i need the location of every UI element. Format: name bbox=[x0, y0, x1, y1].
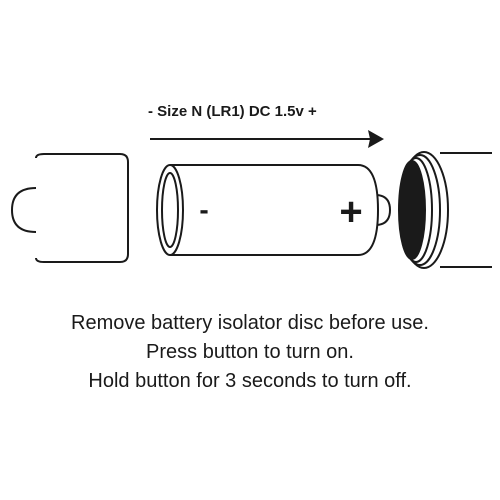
battery-minus-sign: - bbox=[199, 194, 208, 225]
battery-insertion-diagram: - Size N (LR1) DC 1.5v + - + bbox=[10, 103, 492, 269]
battery-positive-terminal bbox=[376, 194, 392, 226]
device-end-cap bbox=[10, 153, 129, 263]
button-nub bbox=[10, 187, 37, 233]
device-body bbox=[398, 151, 492, 269]
battery-plus-sign: + bbox=[339, 190, 362, 234]
instruction-line-1: Remove battery isolator disc before use. bbox=[71, 312, 429, 334]
instruction-line-3: Hold button for 3 seconds to turn off. bbox=[88, 370, 412, 392]
instruction-line-2: Press button to turn on. bbox=[146, 341, 354, 363]
battery-cell bbox=[156, 164, 392, 256]
insertion-direction-arrow bbox=[150, 130, 384, 148]
usage-instructions: Remove battery isolator disc before use.… bbox=[0, 309, 500, 396]
battery-size-label: - Size N (LR1) DC 1.5v + bbox=[148, 103, 317, 120]
device-opening bbox=[398, 160, 426, 260]
